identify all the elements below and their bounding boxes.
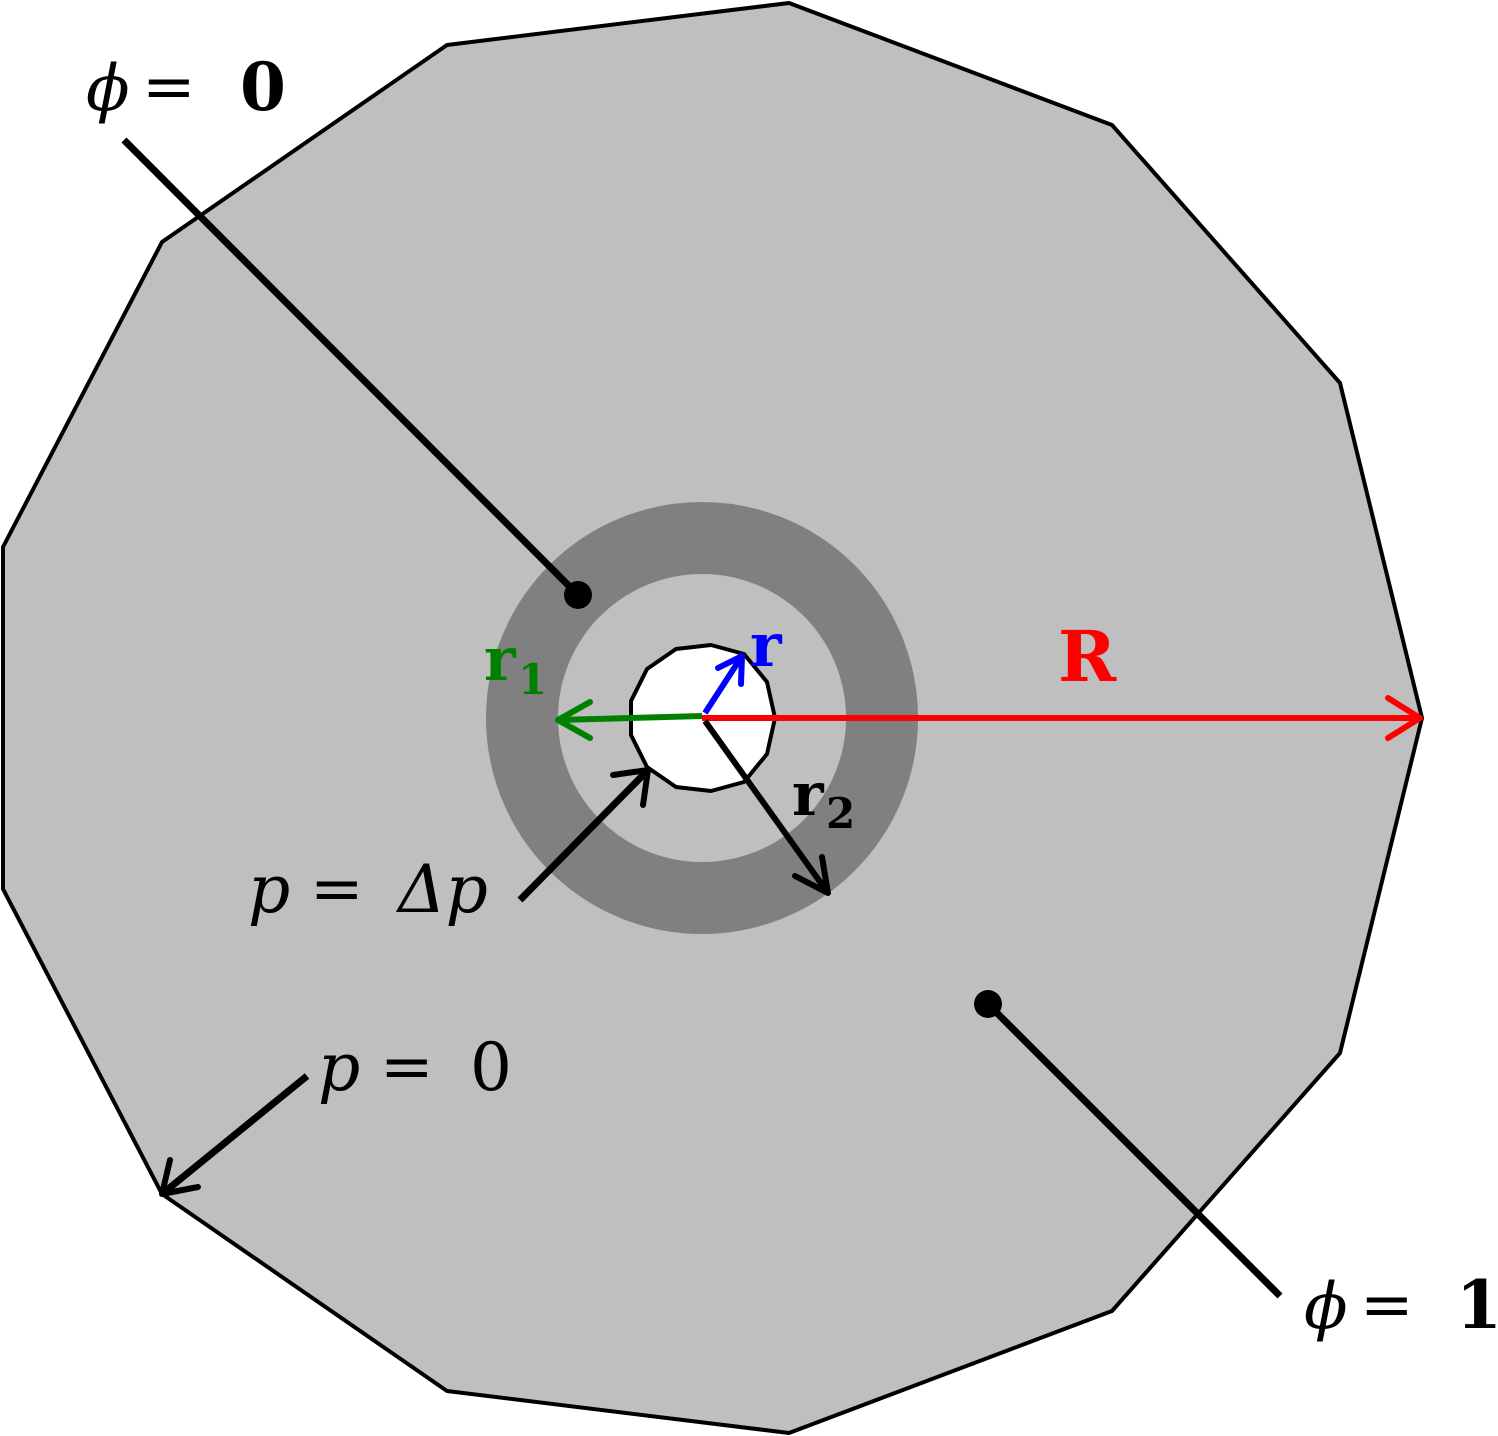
phi-one-leader-line — [985, 1001, 1283, 1299]
r-arrow-head — [715, 653, 745, 687]
p-symbol: p — [318, 1029, 360, 1106]
phi-zero-leader-line — [121, 137, 581, 598]
r1-arrow-line — [557, 713, 703, 723]
r2-base: r — [792, 760, 825, 830]
r2-subscript: 2 — [826, 789, 855, 838]
R-arrow-head — [1385, 695, 1423, 741]
p-symbol: p — [248, 851, 290, 928]
equals-sign: = — [380, 1030, 434, 1104]
equals-sign: = — [1360, 1268, 1414, 1342]
r2-arrow-head — [792, 854, 831, 896]
phi-one-label: ϕ = 1 — [1304, 1266, 1498, 1344]
p-zero-value: 0 — [470, 1029, 512, 1106]
p-zero-arrow-head — [159, 1157, 201, 1197]
p-delta-arrow-line — [517, 767, 651, 903]
R-label: R — [1058, 615, 1117, 698]
phi-symbol: ϕ — [86, 52, 130, 126]
phi-zero-label: ϕ = 0 — [86, 48, 286, 126]
equals-sign: = — [142, 50, 196, 124]
phi-symbol: ϕ — [1304, 1270, 1348, 1344]
r2-arrow-line — [702, 719, 831, 895]
r1-subscript: 1 — [518, 655, 547, 704]
p-delta-label: p = Δp — [248, 851, 488, 928]
r1-arrow-head — [555, 699, 593, 741]
p-zero-arrow-line — [159, 1073, 310, 1197]
equals-sign: = — [310, 852, 364, 926]
phi-one-dot — [974, 990, 1002, 1018]
r-arrow-line — [702, 654, 745, 715]
phi-one-value: 1 — [1456, 1266, 1498, 1344]
r1-label: r 1 — [484, 625, 547, 704]
r2-label: r 2 — [792, 760, 855, 838]
r1-base: r — [484, 625, 517, 695]
r-label: r — [750, 611, 783, 681]
p-delta-arrow-head — [610, 767, 651, 808]
phi-zero-value: 0 — [240, 48, 286, 126]
delta-p-value: Δp — [395, 851, 488, 928]
p-zero-label: p = 0 — [318, 1029, 512, 1106]
phi-zero-dot — [564, 581, 592, 609]
